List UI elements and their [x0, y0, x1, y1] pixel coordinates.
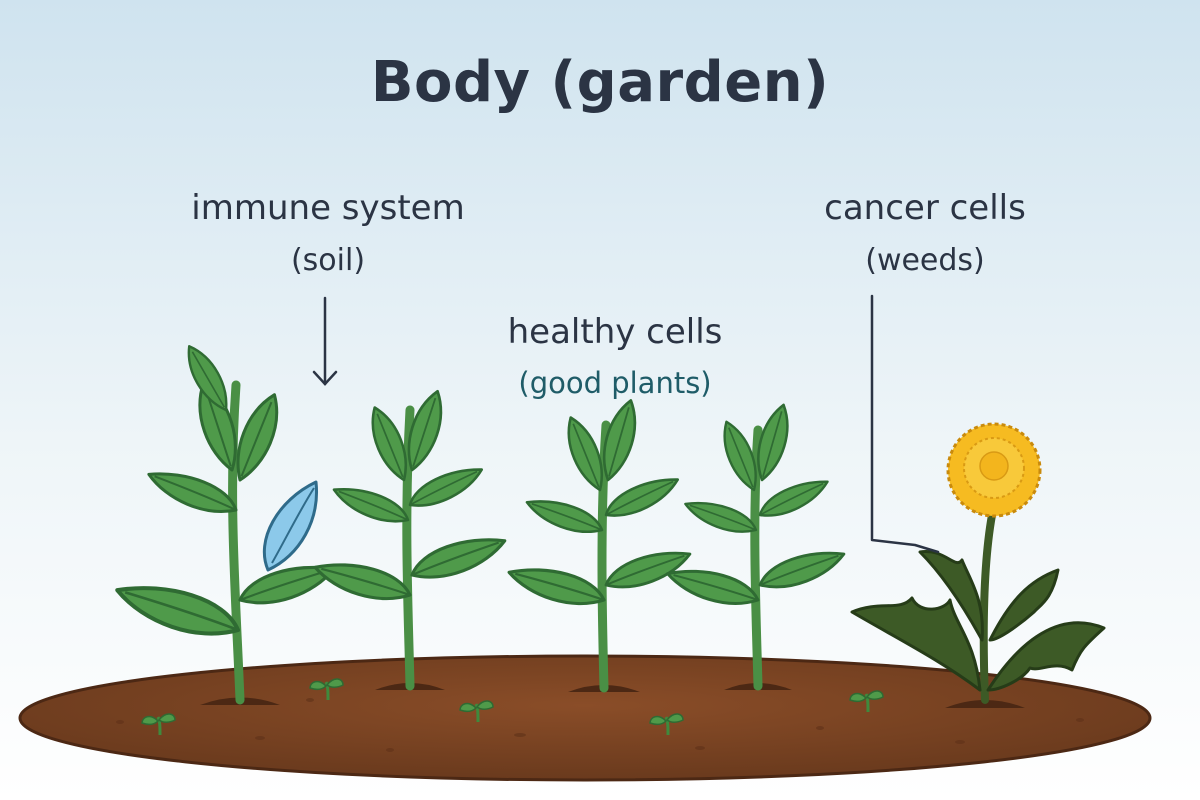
- healthy-plant-4: [664, 400, 849, 691]
- dandelion-flower: [946, 422, 1042, 518]
- page-title: Body (garden): [370, 50, 830, 115]
- weed-leader-line: [870, 294, 940, 554]
- cancer-cells-label: cancer cells: [824, 188, 1026, 228]
- soil-texture: [116, 688, 1084, 752]
- soil-label: (soil): [290, 243, 366, 278]
- good-plants-label: (good plants): [518, 366, 712, 400]
- healthy-plant-3: [505, 395, 695, 693]
- soil-bed: [18, 654, 1152, 782]
- weeds-label: (weeds): [865, 243, 985, 278]
- healthy-plant-1: [114, 339, 339, 705]
- dandelion-weed: [850, 422, 1106, 708]
- healthy-cells-label: healthy cells: [507, 312, 723, 352]
- healthy-plant-2: [311, 385, 510, 691]
- seed-pod: [262, 480, 319, 572]
- soil-arrow: [312, 296, 338, 386]
- immune-system-label: immune system: [191, 188, 465, 228]
